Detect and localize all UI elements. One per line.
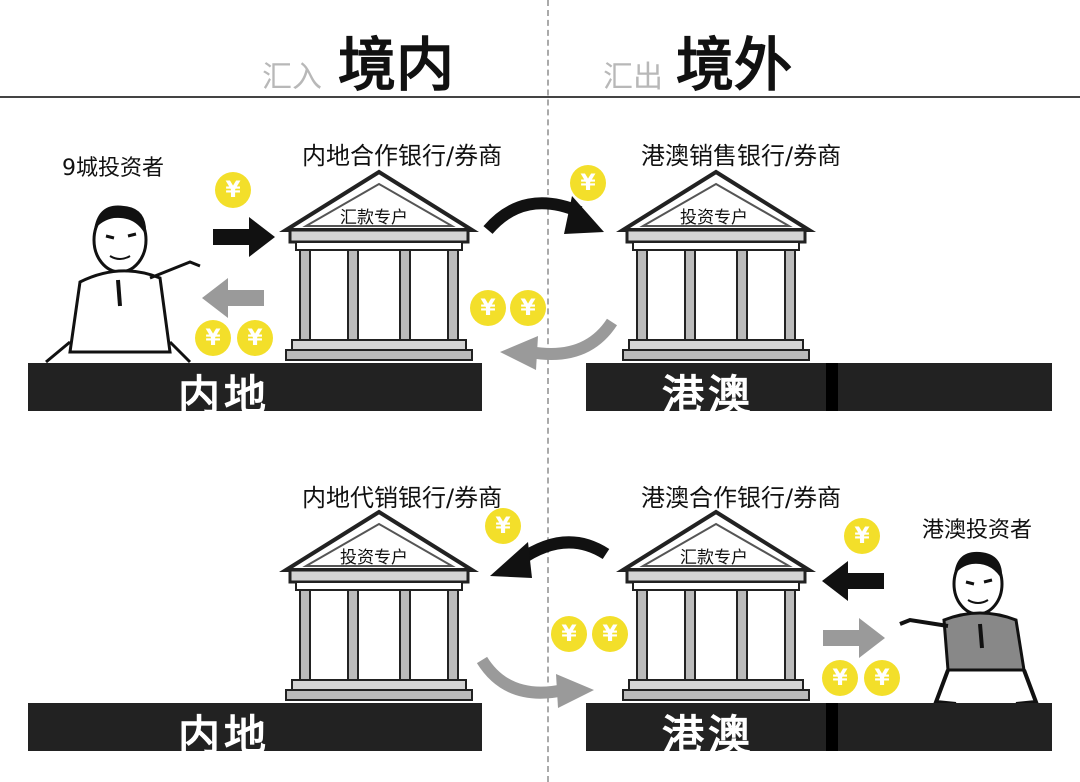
bottom-mainland-bank-label: 内地代销银行/券商 [302, 484, 503, 512]
top-hk-bank-label: 港澳销售银行/券商 [641, 142, 842, 170]
center-dashed-divider [547, 0, 549, 782]
coin-icon: ¥ [570, 165, 606, 201]
bottom-ground-left-label: 内地 [178, 711, 271, 760]
bottom-hk-ground [586, 703, 1052, 751]
arrow-left-black-icon [822, 561, 884, 601]
bank-building-icon [616, 509, 816, 701]
top-mainland-bank-roof-label: 汇款专户 [340, 208, 408, 228]
top-mainland-ground [28, 363, 482, 411]
coin-icon: ¥ [237, 320, 273, 356]
bottom-hk-bank-roof-label: 汇款专户 [680, 548, 748, 568]
top-investor-label: 9城投资者 [62, 156, 164, 181]
top-ground-left-label: 内地 [178, 371, 271, 420]
curved-arrow-right-gray-icon [476, 656, 594, 708]
arrow-right-black-icon [213, 217, 275, 257]
top-hk-ground [586, 363, 1052, 411]
coin-icon: ¥ [822, 660, 858, 696]
top-mainland-bank-label: 内地合作银行/券商 [302, 142, 503, 170]
coin-icon: ¥ [551, 616, 587, 652]
bank-building-icon [279, 169, 479, 361]
coin-icon: ¥ [510, 290, 546, 326]
bottom-hk-bank-label: 港澳合作银行/券商 [641, 484, 842, 512]
bottom-mainland-ground [28, 703, 482, 751]
arrow-right-gray-icon [823, 618, 885, 658]
top-investor-figure [45, 205, 201, 364]
ground-marker [826, 703, 838, 751]
header-left-big: 境内 [338, 31, 455, 99]
top-ground-right-label: 港澳 [662, 371, 755, 420]
bank-building-icon [279, 509, 479, 701]
coin-icon: ¥ [195, 320, 231, 356]
coin-icon: ¥ [485, 508, 521, 544]
coin-icon: ¥ [470, 290, 506, 326]
coin-icon: ¥ [844, 518, 880, 554]
bottom-investor-figure [899, 551, 1039, 706]
coin-icon: ¥ [592, 616, 628, 652]
curved-arrow-left-gray-icon [500, 318, 618, 370]
bottom-investor-label: 港澳投资者 [922, 518, 1033, 543]
header-right-small: 汇出 [603, 60, 663, 95]
top-hk-bank-roof-label: 投资专户 [680, 208, 748, 228]
header-right-big: 境外 [676, 31, 793, 99]
coin-icon: ¥ [215, 172, 251, 208]
header-left-small: 汇入 [262, 60, 322, 95]
curved-arrow-left-black-icon [490, 536, 610, 578]
bottom-mainland-bank-roof-label: 投资专户 [340, 548, 408, 568]
arrow-left-gray-icon [202, 278, 264, 318]
header-rule [0, 96, 1080, 98]
curved-arrow-right-black-icon [483, 196, 604, 235]
bank-building-icon [616, 169, 816, 361]
ground-marker [826, 363, 838, 411]
coin-icon: ¥ [864, 660, 900, 696]
bottom-ground-right-label: 港澳 [662, 711, 755, 760]
